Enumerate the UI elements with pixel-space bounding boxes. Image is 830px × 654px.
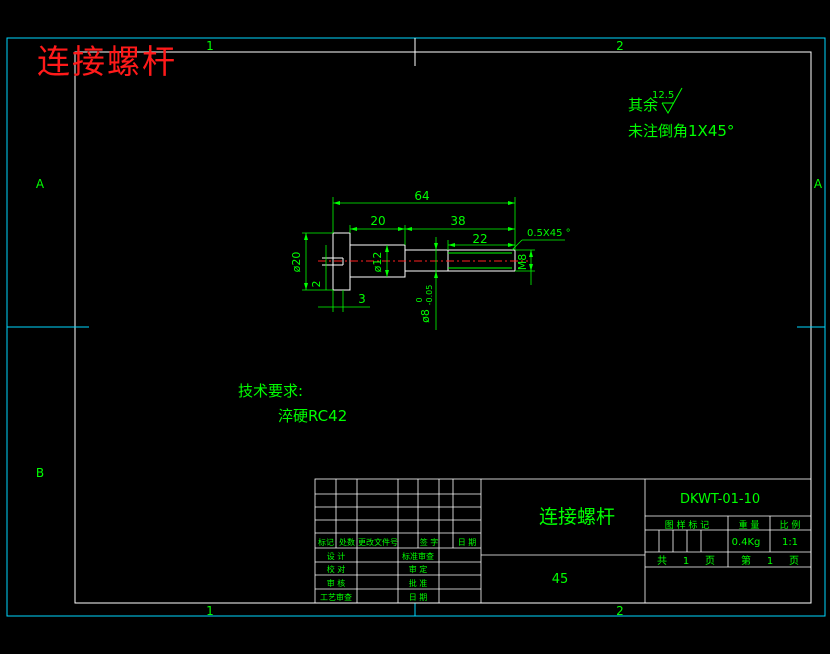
tb-total-value: 1	[683, 556, 689, 567]
tb-role-design: 设 计	[327, 551, 346, 561]
tb-drawing-no: DKWT-01-10	[680, 492, 760, 507]
title-overlay: 连接螺杆	[37, 42, 177, 81]
tb-weight: 0.4Kg	[732, 537, 761, 548]
tb-role-standard: 标准审查	[402, 551, 434, 561]
tb-total-a: 共	[657, 555, 667, 567]
dim-total-length: 64	[414, 189, 429, 203]
dim-seg-22: 22	[472, 232, 487, 246]
title-block-grid	[314, 478, 812, 604]
tb-total-b: 页	[705, 555, 715, 567]
zone-rowB-left: B	[36, 466, 44, 480]
tb-role-approve: 审 定	[409, 564, 428, 574]
roughness-symbol-icon	[661, 87, 683, 114]
dimension-arrows	[304, 201, 533, 290]
zone-col1-top: 1	[206, 39, 214, 53]
dim-seg-20: 20	[370, 214, 385, 228]
tb-sheet-value: 1	[767, 556, 773, 567]
dim-dia-8-lower: -0.05	[425, 285, 434, 306]
tb-sheet-b: 页	[789, 555, 799, 567]
tb-role-check: 校 对	[327, 564, 346, 574]
tb-scale: 1:1	[782, 537, 798, 548]
tb-hdr-stage: 图 样 标 记	[665, 519, 710, 531]
tb-rev-count: 处数	[339, 537, 355, 547]
tb-hdr-scale: 比 例	[780, 519, 801, 531]
dim-thread: M8	[516, 254, 529, 271]
tb-rev-doc: 更改文件号	[358, 537, 398, 547]
zone-rowA-left: A	[36, 177, 45, 191]
zone-col1-bottom: 1	[206, 604, 214, 618]
tb-role-review: 审 核	[327, 578, 346, 588]
zone-rowA-right: A	[814, 177, 823, 191]
dim-dia-8: ø8	[419, 309, 432, 323]
tb-sheet-a: 第	[741, 554, 751, 567]
zone-col2-bottom: 2	[616, 604, 624, 618]
tb-rev-mark: 标记	[318, 537, 334, 547]
zone-ticks	[7, 38, 825, 616]
dim-dia-20: ø20	[290, 252, 303, 273]
dim-dia-12: ø12	[371, 252, 384, 273]
tb-part-name: 连接螺杆	[539, 506, 615, 528]
tb-role-process: 工艺审查	[320, 592, 352, 602]
dim-seg-38: 38	[450, 214, 465, 228]
dim-dia-8-upper: 0	[415, 297, 424, 302]
chamfer-note: 未注倒角1X45°	[628, 122, 734, 140]
tb-rev-sign: 签 字	[420, 537, 439, 547]
roughness-label: 其余	[628, 96, 658, 114]
tb-hdr-weight: 重 量	[739, 519, 760, 531]
part-outline	[322, 232, 516, 291]
dim-chamfer: 0.5X45 °	[527, 228, 571, 239]
tech-req-heading: 技术要求:	[238, 382, 303, 400]
tb-role-date: 日 期	[409, 593, 428, 602]
tb-role-ratify: 批 准	[409, 578, 428, 588]
tb-rev-date: 日 期	[458, 538, 477, 547]
roughness-value: 12.5	[652, 90, 674, 101]
tb-material: 45	[552, 572, 569, 587]
dim-width-3: 3	[358, 292, 366, 306]
dim-height-2: 2	[310, 281, 323, 288]
zone-col2-top: 2	[616, 39, 624, 53]
tech-req-item: 淬硬RC42	[278, 407, 347, 425]
